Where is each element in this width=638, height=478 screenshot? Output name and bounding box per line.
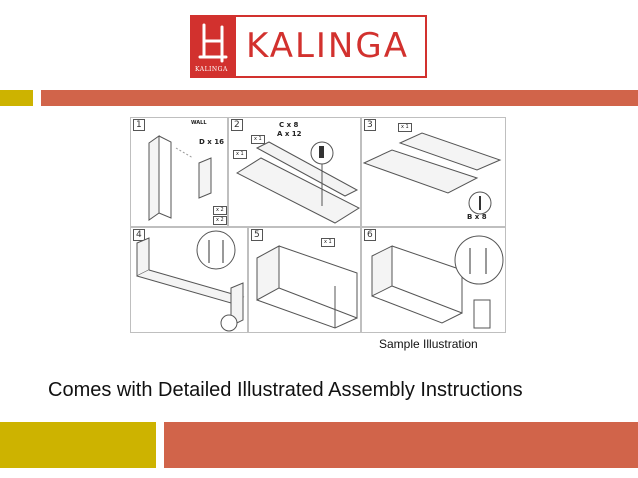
step-number: 2 (231, 119, 243, 131)
step-drawing (136, 230, 245, 332)
quantity-badge: x 1 (233, 150, 247, 159)
step-drawing (235, 141, 361, 224)
step-panel-5: 5 x 1 (248, 227, 361, 333)
assembly-illustration: 1 WALL D x 16 x 2 x 2 2 C x 8 A x 12 x 1… (130, 117, 506, 333)
step-number: 5 (251, 229, 263, 241)
quantity-badge: x 2 (213, 206, 227, 215)
step-drawing (362, 132, 502, 215)
top-yellow-bar (0, 90, 33, 106)
quantity-badge: x 1 (251, 135, 265, 144)
step-drawing (148, 135, 212, 221)
bottom-yellow-bar (0, 422, 156, 468)
step-panel-1: 1 WALL D x 16 x 2 x 2 (130, 117, 228, 227)
chair-logo-mark: KALINGA (192, 17, 236, 76)
panel-label: B x 8 (467, 213, 487, 221)
quantity-badge: x 1 (398, 123, 412, 132)
step-panel-6: 6 (361, 227, 506, 333)
logo-mark-caption: KALINGA (195, 66, 228, 73)
step-drawing (371, 235, 504, 329)
top-orange-bar (41, 90, 638, 106)
panel-label: C x 8 (279, 121, 299, 129)
quantity-badge: x 1 (321, 238, 335, 247)
step-panel-4: 4 (130, 227, 248, 333)
step-number: 4 (133, 229, 145, 241)
quantity-badge: x 2 (213, 216, 227, 225)
step-number: 6 (364, 229, 376, 241)
panel-label: WALL (191, 120, 207, 126)
step-panel-3: 3 x 1 B x 8 (361, 117, 506, 227)
bottom-orange-bar (164, 422, 638, 468)
step-panel-2: 2 C x 8 A x 12 x 1 x 1 (228, 117, 361, 227)
step-drawing (256, 245, 358, 329)
chair-icon (198, 23, 228, 63)
headline: Comes with Detailed Illustrated Assembly… (48, 379, 523, 401)
step-number: 3 (364, 119, 376, 131)
illustration-caption: Sample Illustration (379, 337, 478, 351)
step-number: 1 (133, 119, 145, 131)
panel-label: D x 16 (199, 138, 224, 146)
panel-label: A x 12 (277, 130, 302, 138)
logo-wordmark: KALINGA (246, 26, 409, 66)
kalinga-logo: KALINGA KALINGA (190, 15, 427, 78)
